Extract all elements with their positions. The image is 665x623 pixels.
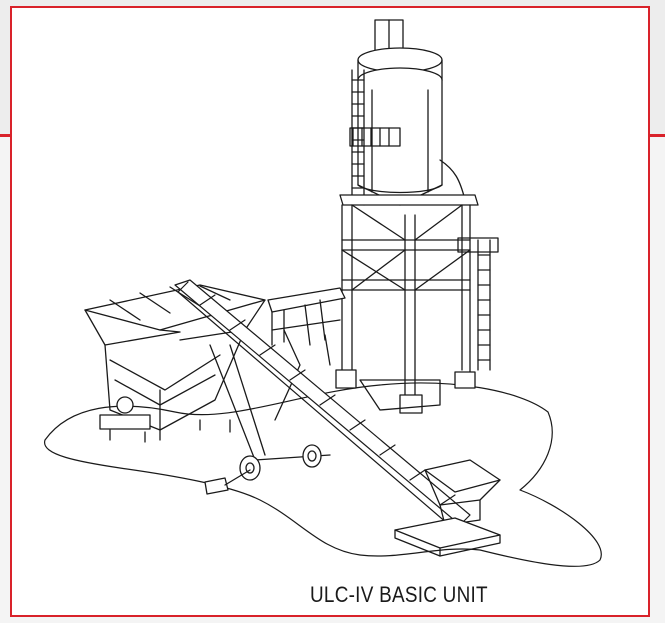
silo [349, 19, 466, 206]
silo-support-frame [335, 194, 499, 414]
figure-caption: ULC-IV BASIC UNIT [310, 582, 488, 607]
inclined-conveyor [174, 279, 471, 531]
gantry [267, 287, 346, 421]
aggregate-bin [84, 284, 266, 443]
wheel-carriage [204, 344, 331, 495]
feed-hopper [394, 459, 501, 557]
